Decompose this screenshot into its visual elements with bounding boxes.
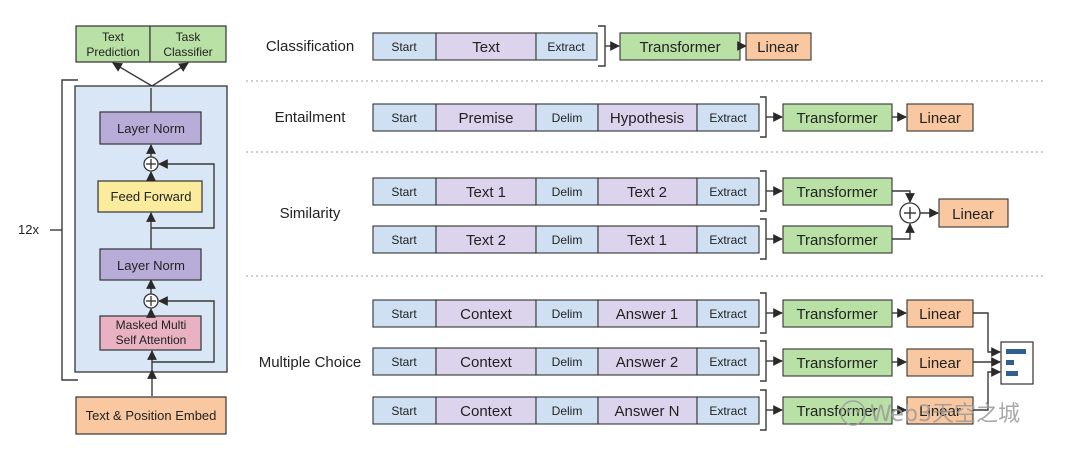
- task-entailment-label: Entailment: [275, 109, 347, 126]
- token-delim: Delim: [552, 233, 583, 247]
- token-start: Start: [391, 111, 417, 125]
- layer-norm-top-box: [99, 111, 202, 145]
- embed-label: Text & Position Embed: [86, 408, 217, 423]
- transformer-label: Transformer: [796, 355, 877, 372]
- token-start: Start: [391, 404, 417, 418]
- text-prediction-label-1: Text: [102, 30, 125, 44]
- linear-label: Linear: [757, 39, 799, 56]
- token-start: Start: [391, 307, 417, 321]
- token-answer2: Answer 2: [616, 354, 679, 371]
- token-delim: Delim: [552, 404, 583, 418]
- attention-label-1: Masked Multi: [116, 318, 187, 332]
- layer-norm-bottom-label: Layer Norm: [117, 258, 185, 273]
- linear-label: Linear: [919, 403, 961, 420]
- softmax-box: [1000, 341, 1034, 385]
- token-delim: Delim: [552, 185, 583, 199]
- softmax-output: [973, 312, 1034, 411]
- task-classifier-label-1: Task: [176, 30, 202, 44]
- linear-label: Linear: [919, 110, 961, 127]
- layer-norm-bottom-box: [99, 248, 202, 281]
- feed-forward-box: [97, 180, 203, 213]
- repeat-label: 12x: [18, 222, 39, 237]
- classification-row: Start Text Extract Transformer Linear: [372, 25, 812, 67]
- task-similarity-label: Similarity: [280, 205, 341, 222]
- token-start: Start: [391, 233, 417, 247]
- mc-row-3: Start Context Delim Answer N Extract Tra…: [372, 389, 974, 431]
- transformer-label: Transformer: [796, 306, 877, 323]
- text-prediction-box: [75, 25, 151, 63]
- token-extract: Extract: [709, 111, 747, 125]
- token-extract: Extract: [709, 404, 747, 418]
- similarity-row-2: Start Text 2 Delim Text 1 Extract Transf…: [372, 218, 893, 260]
- token-context: Context: [460, 354, 513, 371]
- token-extract: Extract: [709, 307, 747, 321]
- token-extract: Extract: [709, 355, 747, 369]
- token-text1: Text 1: [466, 184, 506, 201]
- transformer-label: Transformer: [796, 232, 877, 249]
- token-answerN: Answer N: [614, 403, 679, 420]
- token-text2: Text 2: [627, 184, 667, 201]
- watermark: Web3天空之城: [840, 400, 1020, 427]
- entailment-row: Start Premise Delim Hypothesis Extract T…: [372, 96, 974, 138]
- watermark-text: Web3天空之城: [870, 402, 1020, 427]
- attention-box: [99, 315, 202, 351]
- token-start: Start: [391, 40, 417, 54]
- wechat-icon: [840, 400, 866, 426]
- token-delim: Delim: [552, 111, 583, 125]
- similarity-row-1: Start Text 1 Delim Text 2 Extract Transf…: [372, 170, 893, 212]
- task-classifier-label-2: Classifier: [163, 45, 212, 59]
- embed-box: [75, 396, 227, 435]
- token-extract: Extract: [547, 40, 585, 54]
- token-context: Context: [460, 403, 513, 420]
- token-extract: Extract: [709, 185, 747, 199]
- token-start: Start: [391, 355, 417, 369]
- transformer-label: Transformer: [796, 184, 877, 201]
- token-start: Start: [391, 185, 417, 199]
- mc-row-1: Start Context Delim Answer 1 Extract Tra…: [372, 292, 974, 334]
- token-text1: Text 1: [627, 232, 667, 249]
- transformer-label: Transformer: [796, 110, 877, 127]
- task-multiple-choice-label: Multiple Choice: [259, 354, 362, 371]
- token-premise: Premise: [458, 110, 513, 127]
- token-delim: Delim: [552, 307, 583, 321]
- text-prediction-label-2: Prediction: [86, 45, 139, 59]
- token-hypothesis: Hypothesis: [610, 110, 684, 127]
- mc-row-2: Start Context Delim Answer 2 Extract Tra…: [372, 340, 974, 382]
- token-extract: Extract: [709, 233, 747, 247]
- token-text2: Text 2: [466, 232, 506, 249]
- transformer-label: Transformer: [639, 39, 720, 56]
- token-text: Text: [472, 39, 500, 56]
- model-architecture: Text Prediction Task Classifier 12x Mask…: [18, 25, 228, 435]
- transformer-label: Transformer: [796, 403, 877, 420]
- linear-label: Linear: [919, 306, 961, 323]
- linear-label: Linear: [952, 206, 994, 223]
- token-context: Context: [460, 306, 513, 323]
- similarity-combine: Linear: [892, 190, 1009, 240]
- linear-label: Linear: [919, 355, 961, 372]
- attention-label-2: Self Attention: [116, 333, 187, 347]
- token-delim: Delim: [552, 355, 583, 369]
- feed-forward-label: Feed Forward: [111, 189, 192, 204]
- task-classifier-box: [149, 25, 227, 63]
- task-classification-label: Classification: [266, 38, 354, 55]
- layer-norm-top-label: Layer Norm: [117, 121, 185, 136]
- token-answer1: Answer 1: [616, 306, 679, 323]
